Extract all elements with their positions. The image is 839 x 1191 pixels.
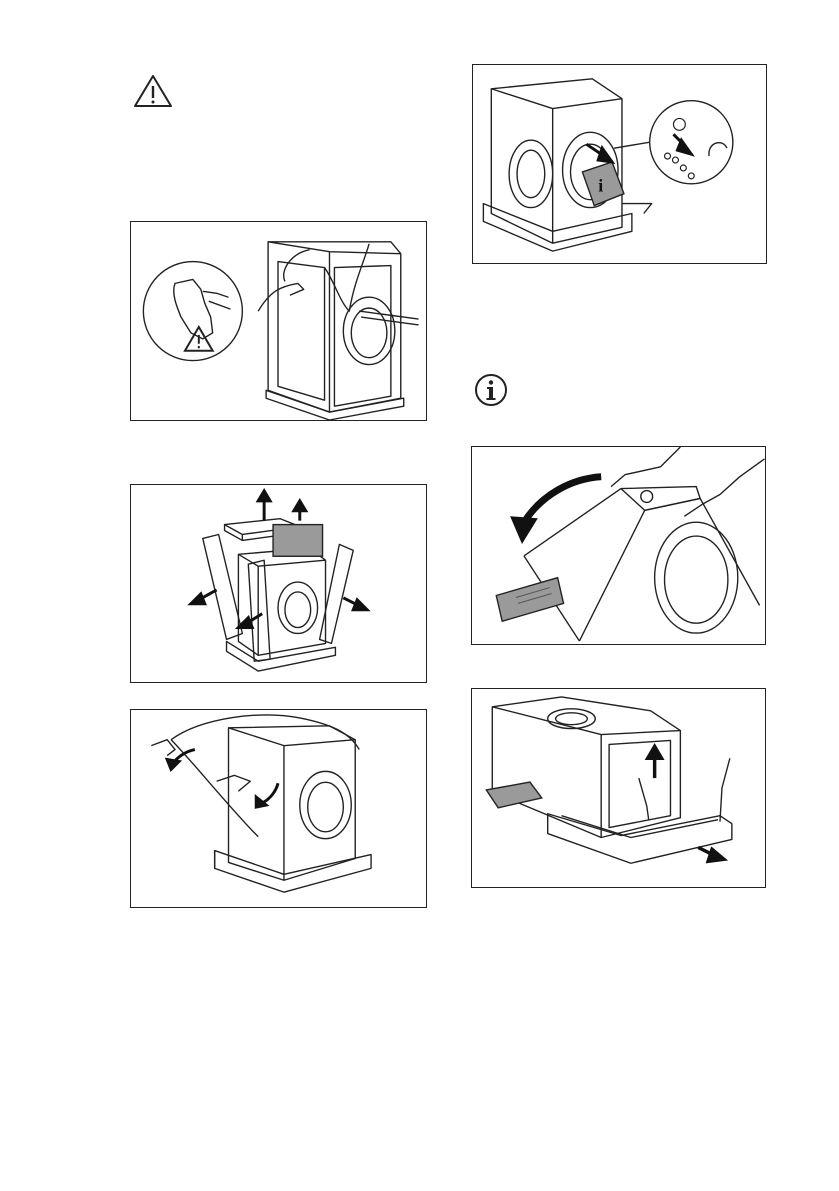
figure-remove-cover-gloves [130, 221, 427, 421]
figure-remove-top-and-corners [130, 484, 427, 683]
warning-icon [133, 74, 173, 108]
info-icon [474, 373, 508, 407]
figure-remove-base-polystyrene [471, 688, 766, 888]
figure-tilt-machine-back [471, 446, 766, 645]
svg-text:i: i [598, 176, 603, 196]
figure-remove-plastic-bag [130, 709, 427, 908]
figure-remove-accessories-drum: i [472, 64, 767, 264]
